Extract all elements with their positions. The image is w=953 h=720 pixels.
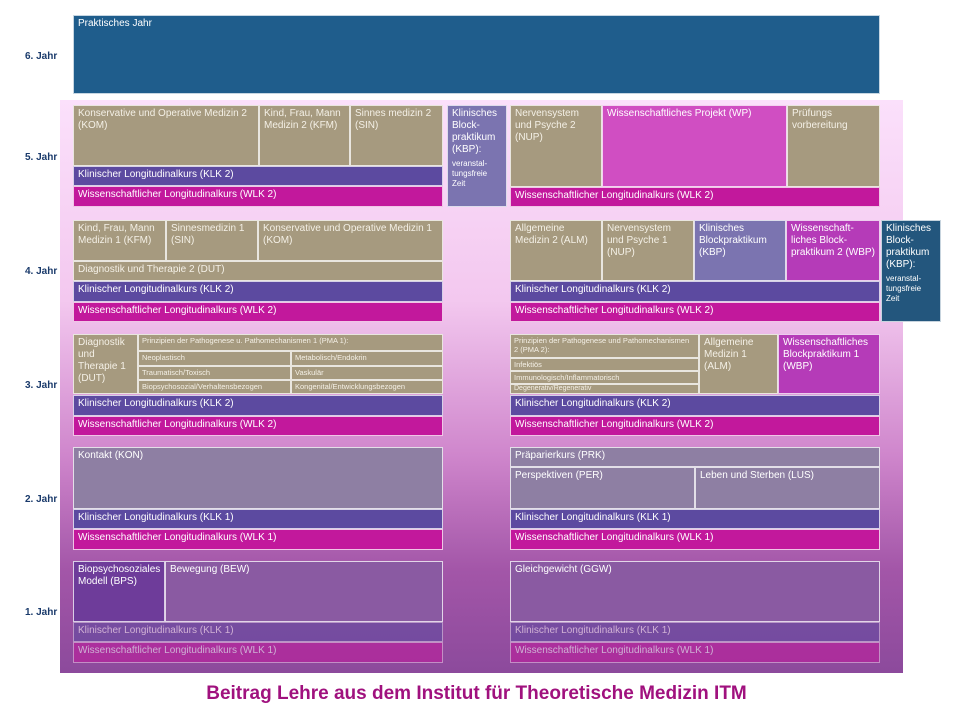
kbp-title: Klinisches Block-praktikum (KBP): — [886, 223, 932, 270]
module-bew: Bewegung (BEW) — [165, 561, 443, 622]
module-kbp-y4-vacation: Klinisches Block-praktikum (KBP): verans… — [881, 220, 941, 322]
module-wbp-2: Wissenschaft-liches Block-praktikum 2 (W… — [786, 220, 880, 281]
module-lus: Leben und Sterben (LUS) — [695, 467, 880, 509]
module-bps: Biopsychosoziales Modell (BPS) — [73, 561, 165, 622]
module-kfm-1: Kind, Frau, Mann Medizin 1 (KFM) — [73, 220, 166, 261]
module-dut-2: Diagnostik und Therapie 2 (DUT) — [73, 261, 443, 281]
module-wbp-1: Wissenschaftliches Blockpraktikum 1 (WBP… — [778, 334, 880, 394]
footer-caption: Beitrag Lehre aus dem Institut für Theor… — [206, 683, 747, 704]
module-pruefungsvorbereitung: Prüfungs vorbereitung — [787, 105, 880, 187]
module-wlk-2-y5-right: Wissenschaftlicher Longitudinalkurs (WLK… — [510, 187, 880, 207]
year-label-5: 5. Jahr — [25, 152, 58, 163]
pma-2-infektioes: Infektiös — [510, 358, 699, 371]
module-alm-1: Allgemeine Medizin 1 (ALM) — [699, 334, 778, 394]
module-klk-1-y2-left: Klinischer Longitudinalkurs (KLK 1) — [73, 509, 443, 529]
module-wlk-1-y2-right: Wissenschaftlicher Longitudinalkurs (WLK… — [510, 529, 880, 550]
module-wlk-1-y2-left: Wissenschaftlicher Longitudinalkurs (WLK… — [73, 529, 443, 550]
year-label-2: 2. Jahr — [25, 494, 58, 505]
kbp-note: veranstal-tungsfreie Zeit — [452, 159, 488, 188]
module-wlk-1-y1-right: Wissenschaftlicher Longitudinalkurs (WLK… — [510, 642, 880, 663]
module-wp: Wissenschaftliches Projekt (WP) — [602, 105, 787, 187]
module-ggw: Gleichgewicht (GGW) — [510, 561, 880, 622]
module-kon: Kontakt (KON) — [73, 447, 443, 509]
kbp-note: veranstal-tungsfreie Zeit — [886, 274, 922, 303]
module-kbp-y4: Klinisches Blockpraktikum (KBP) — [694, 220, 786, 281]
year-label-1: 1. Jahr — [25, 607, 58, 618]
module-nup-1: Nervensystem und Psyche 1 (NUP) — [602, 220, 694, 281]
module-dut-1: Diagnostik und Therapie 1 (DUT) — [73, 334, 138, 394]
pma-1-kongenital: Kongenital/Entwicklungsbezogen — [291, 380, 443, 394]
module-kbp-y5: Klinisches Block-praktikum (KBP): verans… — [447, 105, 507, 207]
pma-1-neoplastisch: Neoplastisch — [138, 351, 291, 366]
module-pma-1: Prinzipien der Pathogenese u. Pathomecha… — [138, 334, 443, 351]
module-per: Perspektiven (PER) — [510, 467, 695, 509]
module-klk-2-y4-right: Klinischer Longitudinalkurs (KLK 2) — [510, 281, 880, 302]
module-kfm-2: Kind, Frau, Mann Medizin 2 (KFM) — [259, 105, 350, 166]
pma-1-biopsychosozial: Biopsychosozial/Verhaltensbezogen — [138, 380, 291, 394]
module-prk: Präparierkurs (PRK) — [510, 447, 880, 467]
module-nup-2: Nervensystem und Psyche 2 (NUP) — [510, 105, 602, 187]
kbp-title: Klinisches Block-praktikum (KBP): — [452, 108, 498, 155]
module-wlk-2-y3-right: Wissenschaftlicher Longitudinalkurs (WLK… — [510, 416, 880, 436]
module-wlk-2-y5-left: Wissenschaftlicher Longitudinalkurs (WLK… — [73, 186, 443, 207]
module-klk-2-y5: Klinischer Longitudinalkurs (KLK 2) — [73, 166, 443, 186]
module-klk-2-y3-right: Klinischer Longitudinalkurs (KLK 2) — [510, 395, 880, 416]
pma-1-traumatisch: Traumatisch/Toxisch — [138, 366, 291, 380]
module-kom-2: Konservative und Operative Medizin 2 (KO… — [73, 105, 259, 166]
pma-1-metabolisch: Metabolisch/Endokrin — [291, 351, 443, 366]
pma-1-vaskulaer: Vaskulär — [291, 366, 443, 380]
module-wlk-1-y1-left: Wissenschaftlicher Longitudinalkurs (WLK… — [73, 642, 443, 663]
year-label-4: 4. Jahr — [25, 266, 58, 277]
module-klk-2-y3-left: Klinischer Longitudinalkurs (KLK 2) — [73, 395, 443, 416]
year-label-6: 6. Jahr — [25, 51, 58, 62]
module-wlk-2-y4-left: Wissenschaftlicher Longitudinalkurs (WLK… — [73, 302, 443, 322]
module-alm-2: Allgemeine Medizin 2 (ALM) — [510, 220, 602, 281]
module-sin-1: Sinnesmedizin 1 (SIN) — [166, 220, 258, 261]
module-pma-2: Prinzipien der Pathogenese und Pathomech… — [510, 334, 699, 358]
module-klk-1-y1-left: Klinischer Longitudinalkurs (KLK 1) — [73, 622, 443, 642]
module-wlk-2-y3-left: Wissenschaftlicher Longitudinalkurs (WLK… — [73, 416, 443, 436]
pma-2-immunologisch: Immunologisch/Inflammatorisch — [510, 371, 699, 384]
module-klk-1-y2-right: Klinischer Longitudinalkurs (KLK 1) — [510, 509, 880, 529]
module-kom-1: Konservative und Operative Medizin 1 (KO… — [258, 220, 443, 261]
pma-2-degenerativ: Degenerativ/Regenerativ — [510, 384, 699, 394]
year-label-3: 3. Jahr — [25, 380, 58, 391]
module-praktisches-jahr: Praktisches Jahr — [73, 15, 880, 94]
module-sin-2: Sinnes medizin 2 (SIN) — [350, 105, 443, 166]
module-klk-1-y1-right: Klinischer Longitudinalkurs (KLK 1) — [510, 622, 880, 642]
module-wlk-2-y4-right: Wissenschaftlicher Longitudinalkurs (WLK… — [510, 302, 880, 322]
module-klk-2-y4-left: Klinischer Longitudinalkurs (KLK 2) — [73, 281, 443, 302]
